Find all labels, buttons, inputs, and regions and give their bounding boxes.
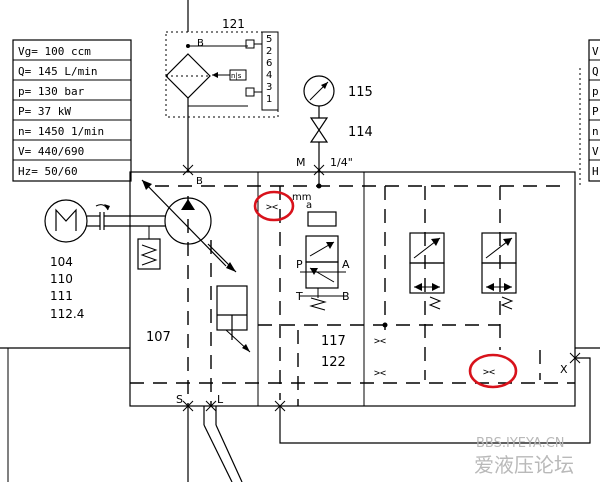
right-row: p — [592, 85, 599, 98]
spec-row: V= 440/690 — [18, 145, 84, 158]
right-row: V — [592, 145, 599, 158]
right-row: H — [592, 165, 599, 178]
spec-row: Hz= 50/60 — [18, 165, 78, 178]
spec-row: P= 37 kW — [18, 105, 71, 118]
valve-id-122: 122 — [321, 355, 346, 370]
watermark-name: 爱液压论坛 — [474, 453, 574, 477]
valve-port-t: T — [295, 290, 303, 303]
electric-motor: 104 110 111 112.4 — [44, 199, 165, 321]
port-size-label: 1/4" — [330, 156, 353, 169]
directional-valve-117: a mm P A T B 117 122 — [292, 192, 350, 370]
highlight-circle — [253, 190, 295, 222]
pump-icon — [164, 197, 212, 245]
valve-id-117: 117 — [321, 334, 346, 349]
watermark: BBS.IYEYA.CN 爱液压论坛 — [474, 436, 574, 477]
orifice-label: >< — [483, 367, 495, 378]
spec-row: Q= 145 L/min — [18, 65, 97, 78]
spec-table: Vg= 100 ccm Q= 145 L/min p= 130 bar P= 3… — [12, 39, 132, 182]
spec-row: Vg= 100 ccm — [18, 45, 91, 58]
filter-port-b: B — [197, 38, 204, 49]
valve-port-p: P — [296, 258, 303, 271]
shutoff-valve: 114 M 1/4" — [296, 117, 373, 186]
port-x-label: X — [560, 363, 568, 376]
orifice-label: >< — [266, 202, 278, 213]
variable-pump: 107 — [137, 179, 251, 353]
manifold-block: B — [0, 164, 600, 482]
gauge-id-label: 115 — [348, 85, 373, 100]
filter-terminal: 6 — [266, 58, 272, 69]
motor-id: 104 — [50, 255, 73, 269]
motor-icon — [44, 199, 88, 243]
filter-assembly: 121 B n|s 5 2 6 4 3 1 — [165, 0, 279, 172]
filter-id-label: 121 — [222, 17, 245, 31]
orifice-size-label: mm — [292, 192, 311, 203]
right-row: P — [592, 105, 599, 118]
valve-bank-right: >< >< — [374, 232, 517, 379]
filter-terminal: 5 — [266, 34, 272, 45]
filter-terminal: 4 — [266, 70, 272, 81]
port-m-label: M — [296, 156, 306, 169]
port-l-label: L — [217, 393, 224, 406]
right-row: n — [592, 125, 599, 138]
orifice-label: >< — [374, 336, 386, 347]
motor-id: 110 — [50, 272, 73, 286]
spec-row: n= 1450 1/min — [18, 125, 104, 138]
bottom-ports: S L X — [176, 352, 591, 482]
filter-terminal: 2 — [266, 46, 272, 57]
motor-id: 111 — [50, 289, 73, 303]
right-row: V — [592, 45, 599, 58]
filter-terminal: 1 — [266, 94, 272, 105]
pressure-gauge: 115 — [303, 75, 373, 118]
solenoid-icon — [307, 211, 337, 227]
port-s-label: S — [176, 393, 183, 406]
motor-id: 112.4 — [50, 307, 84, 321]
highlighted-orifices: >< >< — [253, 190, 518, 389]
valve-id-label: 114 — [348, 125, 373, 140]
highlight-circle — [468, 353, 518, 389]
filter-terminal: 3 — [266, 82, 272, 93]
block-port-b: B — [196, 176, 203, 187]
right-spec-table: V Q p P n V H — [579, 39, 600, 185]
valve-icon — [309, 117, 329, 143]
right-row: Q — [592, 65, 599, 78]
orifice-label: >< — [374, 368, 386, 379]
spec-row: p= 130 bar — [18, 85, 85, 98]
watermark-url: BBS.IYEYA.CN — [476, 436, 565, 451]
valve-port-a: A — [342, 258, 350, 271]
block-id-label: 107 — [146, 330, 171, 345]
solenoid-a-label: a — [306, 200, 312, 211]
filter-switch-label: n|s — [231, 72, 242, 80]
